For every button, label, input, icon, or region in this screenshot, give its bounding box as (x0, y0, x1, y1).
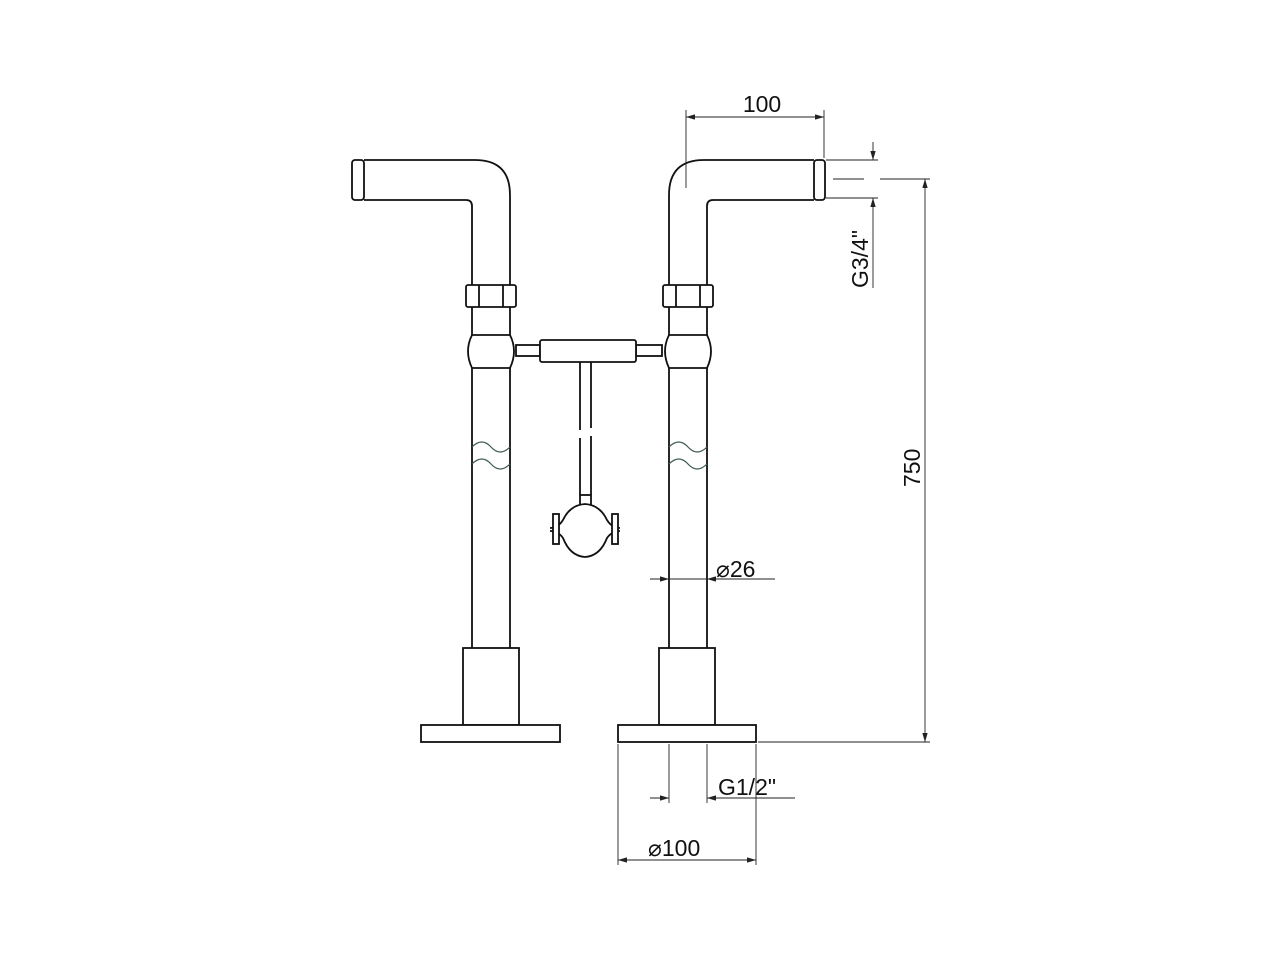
right-sleeve (658, 647, 716, 726)
left-nut (465, 284, 517, 308)
left-spout-pipe (364, 159, 511, 648)
pipe-clamp (549, 503, 621, 558)
right-tee-fitting (664, 334, 712, 369)
left-tee-fitting (467, 334, 515, 369)
dim-label-26: ⌀26 (716, 556, 755, 582)
left-riser (351, 159, 561, 743)
left-sleeve (462, 647, 520, 726)
right-outlet-cap (813, 159, 826, 201)
right-spout-pipe (668, 159, 814, 648)
left-outlet-cap (351, 159, 365, 201)
support-rod (579, 362, 592, 495)
dim-label-g12: G1/2" (718, 774, 776, 800)
dimension-pipe-diameter: ⌀26 (650, 556, 775, 582)
dimension-spout-reach: 100 (685, 91, 825, 188)
dimension-inlet-thread: G1/2" (650, 744, 795, 803)
clamp-bolt-right (611, 513, 619, 545)
dim-label-100-base: ⌀100 (648, 835, 700, 861)
crossbar-support (515, 339, 663, 558)
clamp-bolt-left (552, 513, 560, 545)
dimension-base-diameter: ⌀100 (617, 744, 757, 865)
dim-label-100: 100 (743, 91, 781, 117)
right-break-mark (668, 441, 708, 470)
right-base-flange (617, 724, 757, 743)
dimension-outlet-thread: G3/4" (826, 142, 900, 288)
right-nut (662, 284, 714, 308)
dim-label-750: 750 (899, 449, 925, 487)
right-riser (617, 159, 826, 743)
dimension-total-height: 750 (758, 178, 930, 743)
left-break-mark (471, 441, 511, 470)
dim-label-g34: G3/4" (847, 230, 873, 288)
left-base-flange (420, 724, 561, 743)
crossbar-block (539, 339, 637, 363)
